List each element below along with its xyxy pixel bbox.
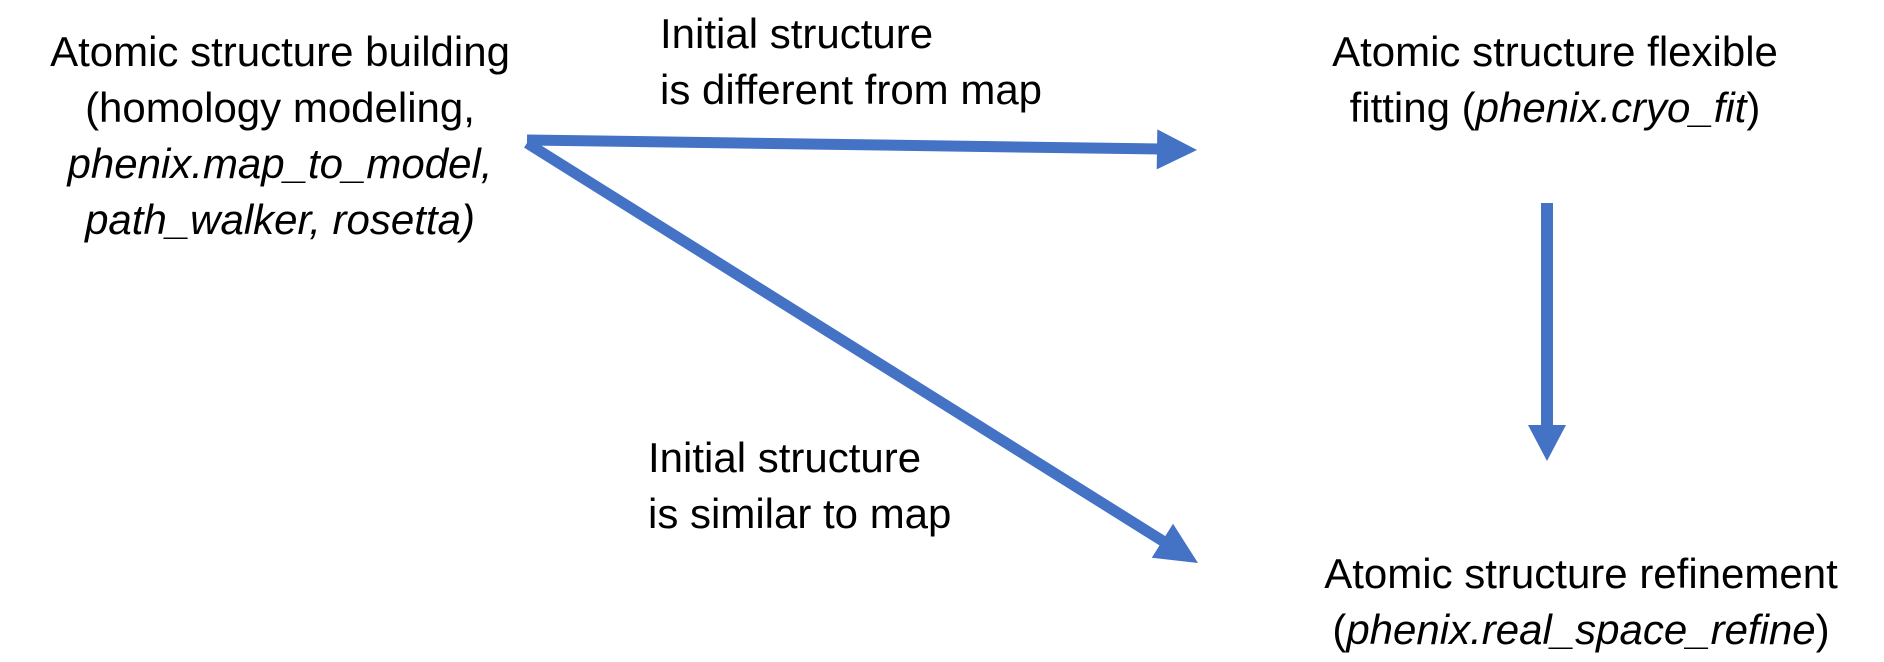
arrow-building-to-fitting: [526, 129, 1197, 170]
node-flexible-fitting-tool-name: phenix.cryo_fit: [1475, 84, 1747, 131]
node-structure-building-line1: Atomic structure building: [50, 28, 510, 75]
node-structure-building-line2: (homology modeling,: [85, 84, 475, 131]
label-condition-similar: Initial structure is similar to map: [648, 430, 951, 542]
node-flexible-fitting-line1: Atomic structure flexible: [1332, 28, 1778, 75]
label-condition-similar-line2: is similar to map: [648, 490, 952, 537]
node-structure-refinement-line2-suffix: ): [1815, 606, 1830, 653]
node-flexible-fitting-line2-suffix: ): [1746, 84, 1761, 131]
node-structure-refinement-line2-prefix: (: [1332, 606, 1347, 653]
node-structure-building-line4: path_walker, rosetta): [85, 196, 475, 243]
node-structure-building: Atomic structure building (homology mode…: [10, 24, 550, 248]
node-structure-refinement-line1: Atomic structure refinement: [1324, 550, 1838, 597]
node-structure-refinement: Atomic structure refinement (phenix.real…: [1278, 546, 1884, 658]
node-flexible-fitting-line2: fitting (phenix.cryo_fit): [1288, 80, 1822, 136]
label-condition-similar-line1: Initial structure: [648, 434, 922, 481]
node-flexible-fitting: Atomic structure flexible fitting (pheni…: [1288, 24, 1822, 136]
label-condition-different: Initial structure is different from map: [660, 6, 1042, 118]
node-structure-refinement-tool-name: phenix.real_space_refine: [1346, 606, 1816, 653]
label-condition-different-line1: Initial structure: [660, 10, 934, 57]
node-structure-building-line3: phenix.map_to_model,: [67, 140, 493, 187]
arrow-fitting-to-refinement: [1528, 203, 1566, 461]
node-structure-refinement-line2: (phenix.real_space_refine): [1278, 602, 1884, 658]
node-flexible-fitting-line2-prefix: fitting (: [1349, 84, 1476, 131]
label-condition-different-line2: is different from map: [660, 66, 1043, 113]
